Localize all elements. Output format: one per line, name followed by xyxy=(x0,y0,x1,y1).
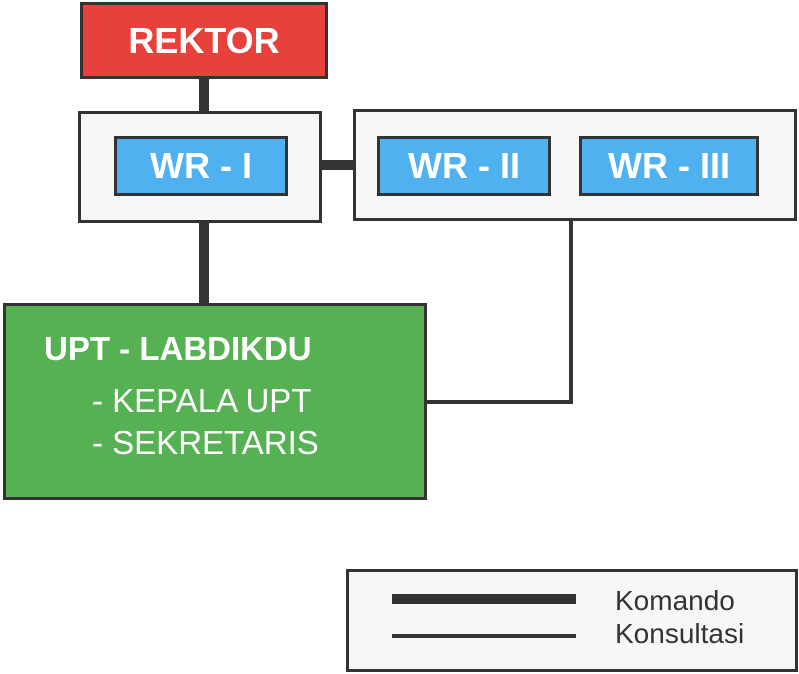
rektor-label: REKTOR xyxy=(128,19,280,61)
upt-item-sekretaris: - SEKRETARIS xyxy=(92,424,319,461)
upt-title: UPT - LABDIKDU xyxy=(44,330,312,367)
wr3-label: WR - III xyxy=(608,145,730,186)
legend-konsultasi-label: Konsultasi xyxy=(615,618,745,649)
legend-komando-line xyxy=(392,594,576,604)
legend-konsultasi-line xyxy=(392,634,576,638)
wr2-box: WR - II xyxy=(377,136,551,196)
komando-line-wr1-wr23 xyxy=(321,160,355,170)
legend-box: Komando Konsultasi xyxy=(346,569,798,672)
rektor-box: REKTOR xyxy=(80,2,328,79)
konsultasi-line-vertical xyxy=(569,219,573,404)
konsultasi-line-horizontal xyxy=(427,400,573,404)
wr1-box: WR - I xyxy=(114,136,288,196)
wr1-label: WR - I xyxy=(150,145,252,186)
komando-line-wr1-upt xyxy=(199,221,209,305)
komando-line-rektor-wr xyxy=(199,79,209,112)
wr3-box: WR - III xyxy=(579,136,759,196)
upt-item-kepala: - KEPALA UPT xyxy=(92,382,312,419)
wr2-label: WR - II xyxy=(408,145,520,186)
legend-komando-label: Komando xyxy=(615,585,735,616)
upt-box: UPT - LABDIKDU - KEPALA UPT - SEKRETARIS xyxy=(3,303,427,500)
